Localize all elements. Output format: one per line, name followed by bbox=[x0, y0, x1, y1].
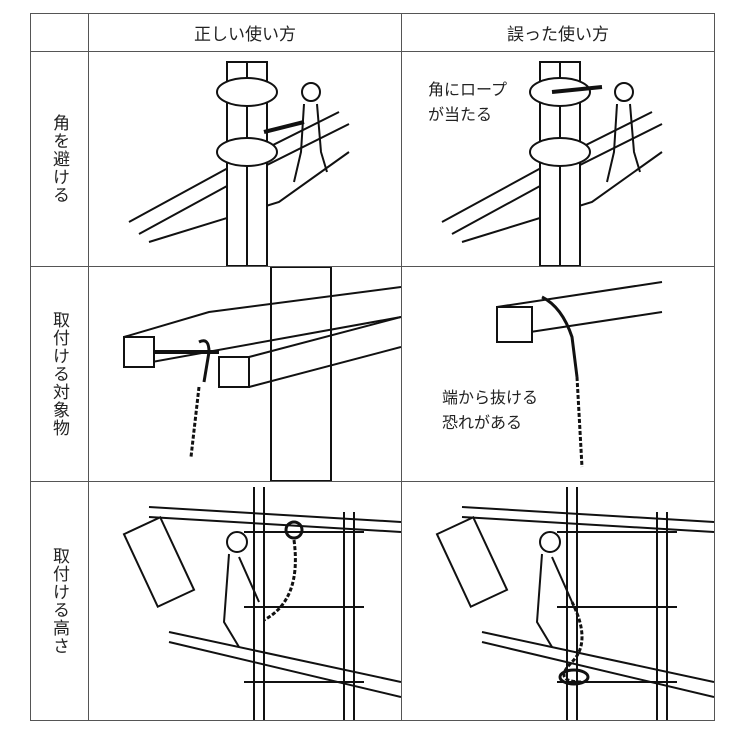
illustration-scaffold-correct bbox=[88, 481, 402, 721]
illustration-scaffold-wrong bbox=[401, 481, 715, 721]
wrong-note-line: 角にロープ bbox=[428, 80, 508, 99]
illustration-beam-wrong: 端から抜ける 恐れがある bbox=[401, 266, 715, 482]
wrong-note-line: 恐れがある bbox=[442, 413, 523, 432]
illustration-beam-correct bbox=[88, 266, 402, 482]
usage-table: 正しい使い方 誤った使い方 角を避ける bbox=[30, 13, 715, 721]
illustration-pole-correct bbox=[88, 51, 402, 267]
wrong-note-line: 端から抜ける bbox=[442, 388, 539, 407]
wrong-note-line: が当たる bbox=[428, 105, 493, 124]
row-label-attachment-height: 取付ける高さ bbox=[49, 547, 69, 655]
row-label-attachment-object: 取付ける対象物 bbox=[49, 311, 69, 437]
row-label-avoid-corners: 角を避ける bbox=[49, 114, 69, 204]
header-correct-usage: 正しい使い方 bbox=[88, 13, 402, 52]
header-corner bbox=[30, 13, 89, 52]
header-wrong-usage: 誤った使い方 bbox=[401, 13, 715, 52]
illustration-pole-wrong: 角にロープ が当たる bbox=[401, 51, 715, 267]
